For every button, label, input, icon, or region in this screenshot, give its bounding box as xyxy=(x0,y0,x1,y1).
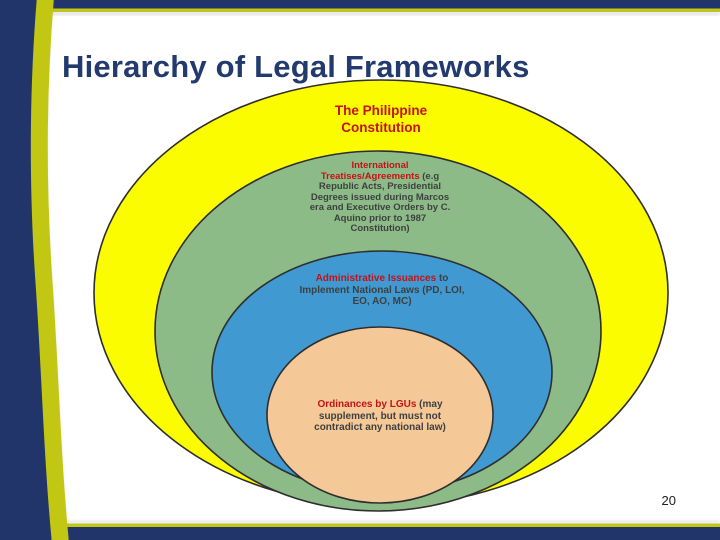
ring-label-ordinances-rest: (may supplement, but must not contradict… xyxy=(314,399,446,433)
ring-label-administrative-rest: to Implement National Laws (PD, LOI, EO,… xyxy=(299,273,465,307)
ring-label-international-rest: (e.g Republic Acts, Presidential Degrees… xyxy=(309,170,451,234)
top-border-shadow xyxy=(50,12,720,15)
ring-label-international: International Treatises/Agreements (e.g … xyxy=(306,160,454,235)
page-number: 20 xyxy=(661,493,676,508)
ring-label-constitution-heading: The Philippine Constitution xyxy=(334,103,428,135)
ring-label-ordinances-heading: Ordinances by LGUs xyxy=(317,399,417,410)
ring-label-administrative: Administrative Issuances to Implement Na… xyxy=(297,273,467,308)
ring-ordinances-ellipse xyxy=(266,326,494,504)
top-border-bar xyxy=(0,0,720,9)
ring-label-international-heading: International Treatises/Agreements xyxy=(320,160,420,182)
ring-label-ordinances: Ordinances by LGUs (may supplement, but … xyxy=(300,399,460,434)
bottom-border-shadow xyxy=(0,520,720,524)
ring-label-constitution: The Philippine Constitution xyxy=(301,103,461,136)
left-border-navy-column xyxy=(0,0,52,540)
bottom-border-accent-line xyxy=(0,523,720,527)
top-border-accent-line xyxy=(0,8,720,12)
page-title: Hierarchy of Legal Frameworks xyxy=(62,48,530,84)
bottom-border-bar xyxy=(0,527,720,540)
ring-label-administrative-heading: Administrative Issuances xyxy=(315,273,437,284)
